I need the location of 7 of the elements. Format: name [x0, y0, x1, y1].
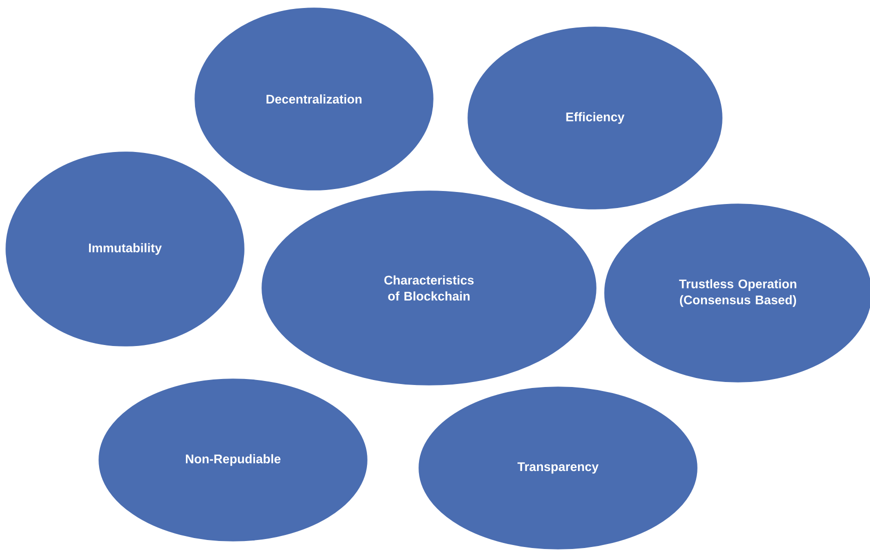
- ellipse-node: Trustless Operation (Consensus Based): [603, 202, 870, 384]
- ellipse-node: Immutability: [4, 150, 246, 348]
- ellipse-node: Characteristics of Blockchain: [260, 189, 598, 387]
- ellipse-node: Decentralization: [193, 6, 435, 192]
- ellipse-node: Transparency: [417, 385, 699, 551]
- ellipse-node: Efficiency: [466, 25, 724, 211]
- ellipse-node: Non-Repudiable: [97, 377, 369, 543]
